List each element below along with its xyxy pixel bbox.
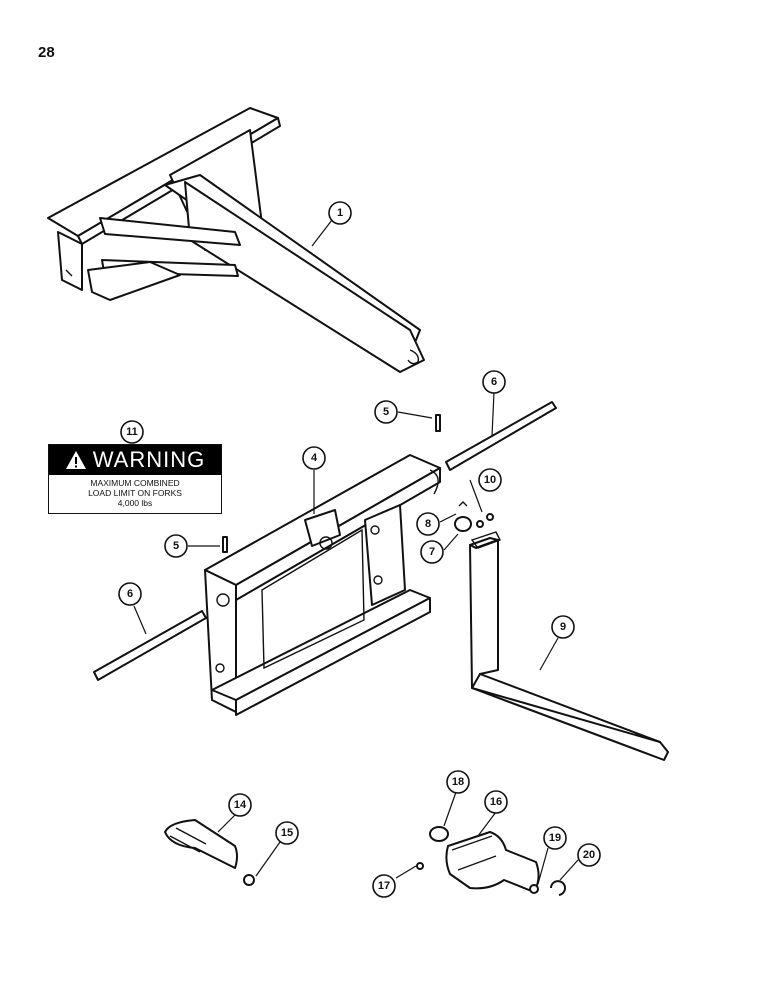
cotter-pin-lower (222, 536, 228, 553)
svg-text:4: 4 (311, 452, 318, 464)
quick-coupler-male (164, 819, 238, 869)
warning-line-3: 4,000 lbs (117, 498, 153, 508)
callout-10: 10 (478, 468, 502, 492)
dust-cap-ball (243, 874, 255, 886)
callout-1: 1 (328, 201, 352, 225)
washer (529, 884, 539, 894)
svg-text:15: 15 (281, 827, 293, 839)
ball (416, 862, 424, 870)
bushing (454, 516, 472, 532)
warning-decal-header: WARNING (49, 445, 221, 475)
callout-14: 14 (228, 793, 252, 817)
callout-6-upper: 6 (482, 370, 506, 394)
o-ring (429, 826, 449, 842)
grease-fitting (458, 501, 468, 507)
callout-4: 4 (302, 446, 326, 470)
callout-15: 15 (275, 821, 299, 845)
pivot-pin-upper (445, 401, 557, 471)
page-number: 28 (38, 44, 55, 61)
svg-text:20: 20 (583, 849, 595, 861)
warning-line-2: LOAD LIMIT ON FORKS (88, 488, 182, 498)
warning-decal: WARNING MAXIMUM COMBINED LOAD LIMIT ON F… (48, 444, 222, 514)
warning-line-1: MAXIMUM COMBINED (90, 478, 180, 488)
callout-17: 17 (372, 874, 396, 898)
callout-7: 7 (420, 540, 444, 564)
svg-text:7: 7 (429, 546, 435, 558)
svg-text:17: 17 (378, 880, 390, 892)
snap-ring (550, 880, 566, 896)
callout-20: 20 (577, 843, 601, 867)
fork-carriage-frame (204, 454, 441, 716)
callout-18: 18 (446, 770, 470, 794)
callout-11: 11 (120, 420, 144, 444)
callout-5-lower: 5 (164, 534, 188, 558)
callout-6-lower: 6 (118, 582, 142, 606)
callout-5-upper: 5 (374, 400, 398, 424)
warning-triangle-icon (65, 451, 86, 469)
cotter-pin-upper (435, 414, 441, 432)
svg-text:8: 8 (425, 518, 431, 530)
svg-text:18: 18 (452, 776, 464, 788)
svg-text:16: 16 (490, 796, 502, 808)
pivot-pin-lower (93, 610, 207, 681)
callout-16: 16 (484, 790, 508, 814)
svg-text:14: 14 (234, 799, 247, 811)
callout-19: 19 (543, 826, 567, 850)
svg-text:5: 5 (173, 540, 179, 552)
svg-text:19: 19 (549, 832, 561, 844)
svg-text:6: 6 (127, 588, 133, 600)
quick-coupler-female (445, 831, 540, 893)
callout-9: 9 (551, 615, 575, 639)
callout-8: 8 (416, 512, 440, 536)
svg-text:11: 11 (126, 426, 138, 438)
svg-text:6: 6 (491, 376, 497, 388)
loader-attachment-frame (47, 107, 425, 373)
svg-text:9: 9 (560, 621, 566, 633)
pallet-fork (469, 531, 669, 761)
leader-lines (133, 219, 579, 885)
svg-text:10: 10 (484, 474, 496, 486)
svg-text:5: 5 (383, 406, 389, 418)
warning-heading: WARNING (92, 447, 206, 472)
svg-text:1: 1 (337, 207, 343, 219)
set-screws (476, 513, 494, 528)
